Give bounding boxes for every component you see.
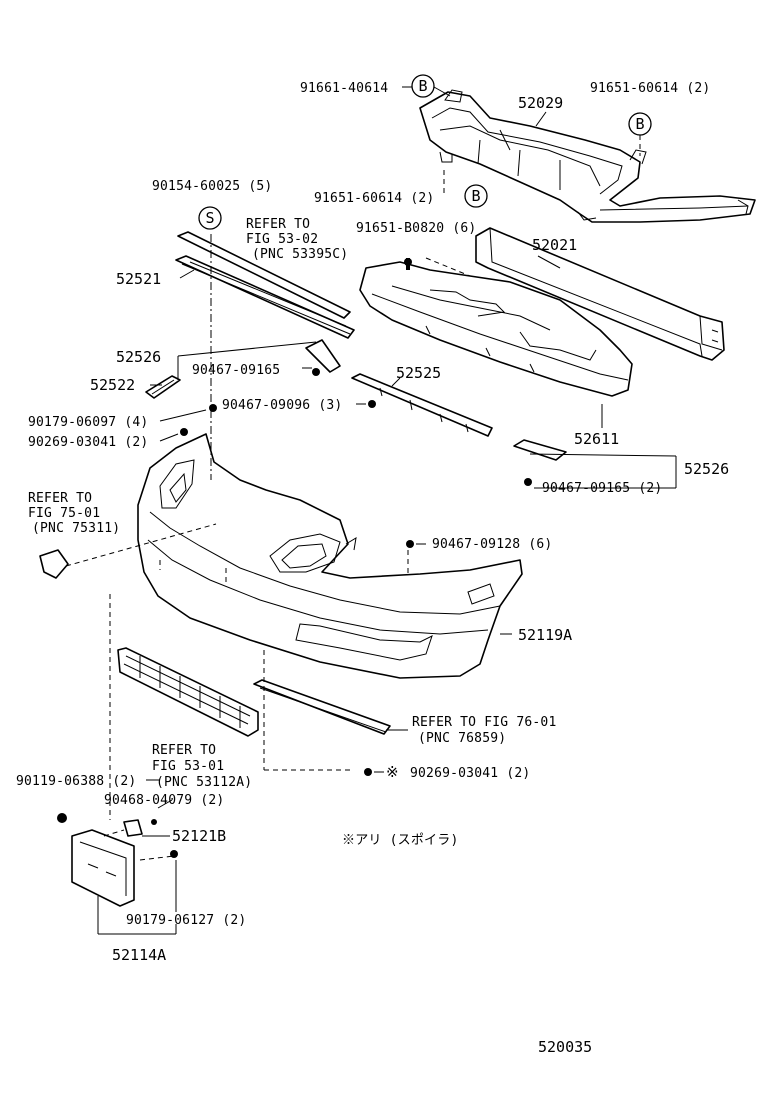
label-90468-04079: 90468-04079 (2) bbox=[104, 793, 224, 808]
label-90467-09096: 90467-09096 (3) bbox=[222, 398, 342, 413]
bumper-reinforcement-part bbox=[475, 227, 725, 361]
label-52525: 52525 bbox=[396, 364, 441, 382]
label-52522: 52522 bbox=[90, 376, 135, 394]
label-refer-75-01-line1: REFER TO bbox=[28, 491, 92, 506]
lower-grille-part bbox=[117, 647, 259, 737]
label-90179-06097: 90179-06097 (4) bbox=[28, 415, 148, 430]
radiator-support-part bbox=[419, 89, 756, 223]
lower-spoiler-part bbox=[253, 679, 391, 735]
label-52021: 52021 bbox=[532, 236, 577, 254]
label-52526-left: 52526 bbox=[116, 348, 161, 366]
label-52526-right: 52526 bbox=[684, 460, 729, 478]
label-refer-53-01-line2: FIG 53-01 bbox=[152, 759, 224, 774]
label-90467-09128: 90467-09128 (6) bbox=[432, 537, 552, 552]
label-52114a: 52114A bbox=[112, 946, 166, 964]
license-bracket-part bbox=[71, 819, 143, 907]
label-refer-75-01-line2: FIG 75-01 bbox=[28, 506, 100, 521]
side-brackets-part bbox=[145, 339, 567, 461]
marker-ref-mark: ※ bbox=[386, 763, 399, 781]
marker-b-3: B bbox=[471, 187, 480, 205]
label-52121b: 52121B bbox=[172, 827, 226, 845]
marker-s: S bbox=[205, 209, 214, 227]
label-90154-60025: 90154-60025 (5) bbox=[152, 179, 272, 194]
upper-retainer-part bbox=[175, 231, 355, 339]
label-91651-b0820: 91651-B0820 (6) bbox=[356, 221, 476, 236]
label-52029: 52029 bbox=[518, 94, 563, 112]
label-refer-53-01-line3: (PNC 53112A) bbox=[156, 775, 252, 790]
marker-b-1: B bbox=[418, 77, 427, 95]
callout-labels: 91661-40614 91651-60614 (2) 52029 91651-… bbox=[16, 81, 729, 1056]
label-spoiler-note: ※アリ (スポイラ) bbox=[342, 833, 458, 848]
label-90269-03041-b: 90269-03041 (2) bbox=[410, 766, 530, 781]
bumper-cover-part bbox=[137, 433, 523, 679]
label-52119a: 52119A bbox=[518, 626, 572, 644]
label-90179-06127: 90179-06127 (2) bbox=[126, 913, 246, 928]
label-refer-53-02-line3: (PNC 53395C) bbox=[252, 247, 348, 262]
reference-markers: B B B S ※ bbox=[198, 74, 652, 781]
label-91651-60614-top: 91651-60614 (2) bbox=[590, 81, 710, 96]
label-90467-09165-b: 90467-09165 (2) bbox=[542, 481, 662, 496]
label-52521: 52521 bbox=[116, 270, 161, 288]
label-refer-76-01-line2: (PNC 76859) bbox=[418, 731, 506, 746]
label-91651-60614-mid: 91651-60614 (2) bbox=[314, 191, 434, 206]
label-refer-53-02-line1: REFER TO bbox=[246, 217, 310, 232]
marker-b-2: B bbox=[635, 115, 644, 133]
illustration-number: 520035 bbox=[538, 1038, 592, 1056]
label-refer-53-01-line1: REFER TO bbox=[152, 743, 216, 758]
label-refer-76-01-line1: REFER TO FIG 76-01 bbox=[412, 715, 556, 730]
label-52611: 52611 bbox=[574, 430, 619, 448]
label-refer-53-02-line2: FIG 53-02 bbox=[246, 232, 318, 247]
label-90269-03041-a: 90269-03041 (2) bbox=[28, 435, 148, 450]
energy-absorber-part bbox=[359, 261, 633, 397]
label-90467-09165-a: 90467-09165 bbox=[192, 363, 280, 378]
label-91661-40614: 91661-40614 bbox=[300, 81, 388, 96]
label-refer-75-01-line3: (PNC 75311) bbox=[32, 521, 120, 536]
label-90119-06388: 90119-06388 (2) bbox=[16, 774, 136, 789]
fasteners bbox=[39, 258, 532, 858]
